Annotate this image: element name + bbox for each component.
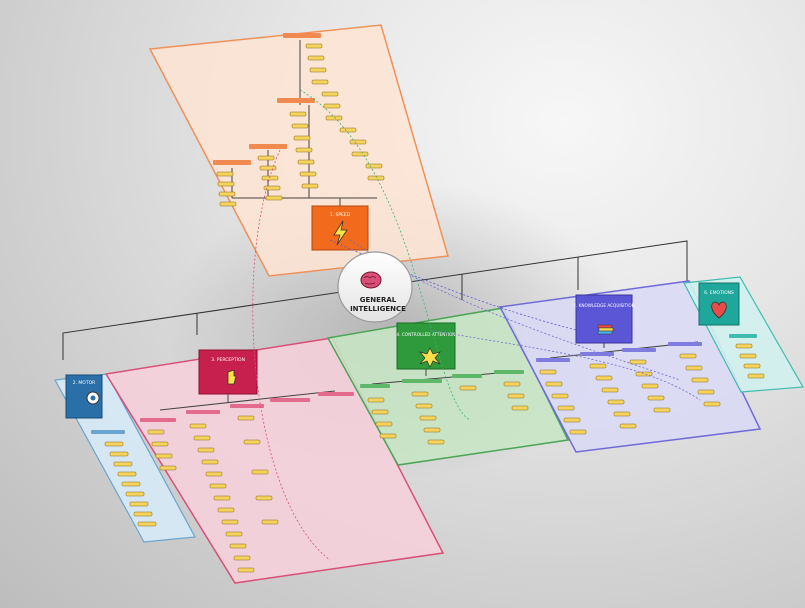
- lightning-icon: [333, 220, 348, 246]
- general-intelligence-node[interactable]: GENERAL INTELLIGENCE: [337, 251, 413, 323]
- center-title-line2: INTELLIGENCE: [350, 305, 406, 313]
- speed-panel[interactable]: 1. SPEED: [148, 24, 449, 277]
- attention-category-card[interactable]: [396, 322, 456, 370]
- perception-panel[interactable]: 3. PERCEPTION: [104, 337, 445, 584]
- center-title-line1: GENERAL: [360, 296, 397, 304]
- knowledge-category-card[interactable]: [575, 294, 633, 344]
- attention-panel[interactable]: 4. CONTROLLED ATTENTION: [326, 307, 570, 466]
- heart-icon: [711, 301, 727, 319]
- emotions-panel[interactable]: 6. EMOTIONS: [683, 276, 804, 393]
- speed-label: 1. SPEED: [330, 212, 351, 218]
- perception-label: 3. PERCEPTION: [211, 357, 245, 363]
- burst-icon: [419, 347, 441, 368]
- attention-label: 4. CONTROLLED ATTENTION: [397, 332, 456, 337]
- hand-icon: [227, 369, 237, 385]
- emotions-label: 6. EMOTIONS: [704, 290, 734, 296]
- brain-icon: [360, 271, 382, 289]
- motor-panel[interactable]: 2. MOTOR: [54, 373, 196, 543]
- books-icon: [597, 324, 614, 335]
- motor-label: 2. MOTOR: [73, 380, 96, 386]
- knowledge-label: 5. KNOWLEDGE ACQUISITION: [573, 303, 635, 308]
